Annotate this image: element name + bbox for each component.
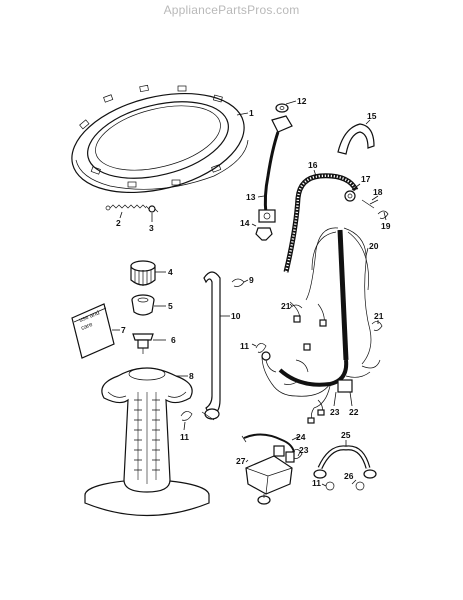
- callout-11-harness: 11: [240, 341, 249, 351]
- callout-21-right: 21: [374, 311, 384, 321]
- clamp-left: [289, 304, 303, 309]
- hose-clamp: [231, 278, 245, 287]
- leader-lines: [112, 100, 387, 487]
- callout-12: 12: [297, 96, 307, 106]
- callout-23-harness: 23: [330, 407, 340, 417]
- callout-5: 5: [168, 301, 173, 311]
- callout-14: 14: [240, 218, 250, 228]
- callout-17: 17: [361, 174, 371, 184]
- clip-small: [377, 210, 389, 219]
- callout-labels: 1 2 3 4 5 6 7 8 9 10 11 11 11 12 13 14 1…: [116, 96, 391, 488]
- use-and-care-manual: use and care: [71, 303, 115, 359]
- wire-retainer: [337, 123, 375, 155]
- callout-18: 18: [373, 187, 383, 197]
- callout-11-agitator: 11: [180, 432, 189, 442]
- callout-3: 3: [149, 223, 154, 233]
- callout-4: 4: [168, 267, 173, 277]
- hex-nut: [255, 227, 273, 241]
- callout-22: 22: [349, 407, 359, 417]
- clamp-small-lower: [180, 411, 193, 421]
- callout-8: 8: [189, 371, 194, 381]
- callout-24: 24: [296, 432, 306, 442]
- wire-harness: [261, 227, 381, 424]
- callout-25: 25: [341, 430, 351, 440]
- hose-clip: [291, 449, 303, 459]
- callout-20: 20: [369, 241, 379, 251]
- callout-19: 19: [381, 221, 391, 231]
- inlet-clamp: [325, 481, 365, 491]
- callout-11-inlet: 11: [312, 478, 321, 488]
- water-level-hose: [258, 115, 293, 223]
- wire-tie: [361, 199, 379, 209]
- agitator-cam: [131, 294, 155, 316]
- callout-13: 13: [246, 192, 256, 202]
- watermark: AppliancePartsPros.com: [163, 3, 300, 17]
- callout-2: 2: [116, 218, 121, 228]
- inlet-hose: [313, 445, 377, 479]
- callout-23-valve: 23: [299, 445, 309, 455]
- manual-title-line2: care: [81, 322, 95, 332]
- water-valve: [245, 445, 295, 505]
- clamp-right: [371, 321, 383, 331]
- callout-7: 7: [121, 325, 126, 335]
- clamp-harness: [255, 343, 267, 353]
- callout-1: 1: [249, 108, 254, 118]
- agitator-bolt: [132, 333, 154, 354]
- callout-27: 27: [236, 456, 246, 466]
- callout-15: 15: [367, 111, 377, 121]
- tub-ring: [71, 84, 249, 194]
- callout-6: 6: [171, 335, 176, 345]
- drain-hose: [201, 271, 221, 421]
- callout-16: 16: [308, 160, 318, 170]
- spring: [105, 204, 147, 211]
- callout-21-left: 21: [281, 301, 291, 311]
- grommet: [275, 103, 289, 113]
- callout-9: 9: [249, 275, 254, 285]
- jumper-wire: [241, 433, 295, 453]
- agitator-cap: [130, 260, 156, 286]
- corrugated-conduit: [283, 173, 359, 273]
- agitator: [84, 367, 210, 517]
- spring-clip: [145, 205, 159, 213]
- callout-10: 10: [231, 311, 241, 321]
- callout-26: 26: [344, 471, 354, 481]
